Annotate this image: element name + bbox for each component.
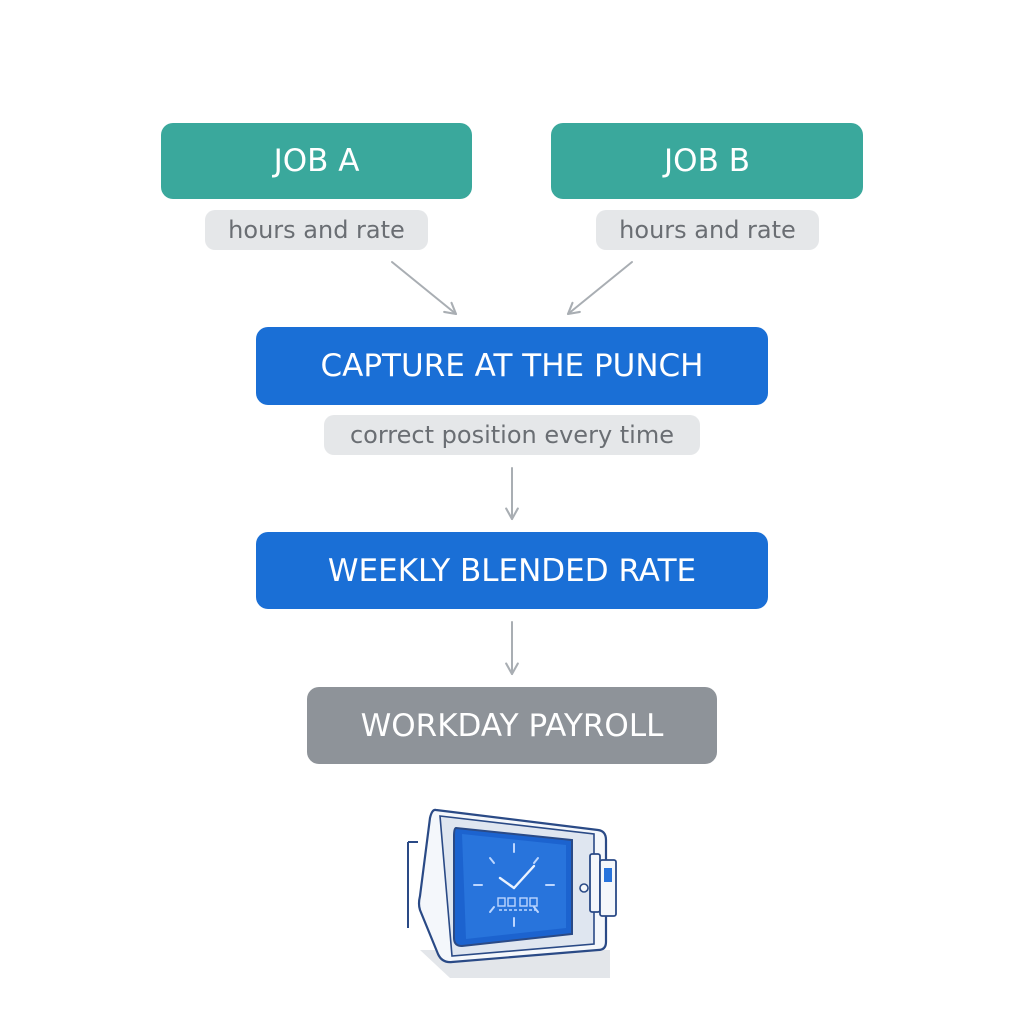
job-b-label: JOB B <box>664 143 750 179</box>
weekly-box: WEEKLY BLENDED RATE <box>256 532 768 609</box>
job-b-note: hours and rate <box>596 210 819 250</box>
capture-label: CAPTURE AT THE PUNCH <box>320 348 704 384</box>
job-b-box: JOB B <box>551 123 863 199</box>
capture-box: CAPTURE AT THE PUNCH <box>256 327 768 405</box>
job-a-note: hours and rate <box>205 210 428 250</box>
arrow-job-b-to-capture <box>566 261 633 316</box>
capture-note: correct position every time <box>324 415 700 455</box>
payroll-box: WORKDAY PAYROLL <box>307 687 717 764</box>
weekly-label: WEEKLY BLENDED RATE <box>327 552 697 589</box>
job-a-box: JOB A <box>161 123 472 199</box>
job-a-note-text: hours and rate <box>228 216 405 244</box>
capture-note-text: correct position every time <box>349 421 674 449</box>
arrow-job-a-to-capture <box>391 261 458 316</box>
job-a-label: JOB A <box>273 143 360 179</box>
payroll-label: WORKDAY PAYROLL <box>360 707 664 744</box>
time-clock-terminal-icon <box>407 808 617 978</box>
job-b-note-text: hours and rate <box>619 216 796 244</box>
